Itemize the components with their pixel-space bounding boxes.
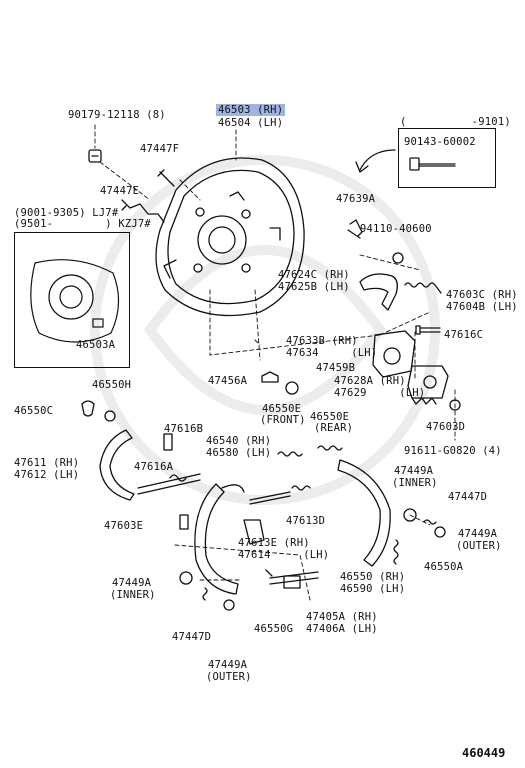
label-46550A: 46550A bbox=[424, 561, 464, 573]
label-46550E-front-code: 46550E bbox=[262, 403, 302, 415]
spring-46550E-front[interactable] bbox=[277, 451, 303, 457]
washer-46550H[interactable] bbox=[104, 410, 116, 422]
bracket-47628A[interactable] bbox=[407, 365, 449, 399]
label-46590: 46590 (LH) bbox=[340, 583, 406, 595]
label-90143: 90143-60002 bbox=[404, 136, 476, 148]
label-46550G: 46550G bbox=[254, 623, 294, 635]
label-47613E: 47613E (RH) bbox=[238, 537, 310, 549]
washer-91611[interactable] bbox=[449, 399, 461, 411]
label-46550E-front-pos: (FRONT) bbox=[260, 414, 306, 426]
spring-47613D[interactable] bbox=[249, 485, 311, 505]
label-47603C: 47603C (RH) bbox=[446, 289, 518, 301]
brake-shoe-front-46540[interactable] bbox=[194, 483, 245, 595]
label-46550H: 46550H bbox=[92, 379, 132, 391]
highlight-46503[interactable]: 46503 (RH) bbox=[216, 104, 286, 116]
adjuster-47405A[interactable] bbox=[265, 569, 319, 589]
label-47449A-inner-right-code: 47449A bbox=[394, 465, 434, 477]
label-inset-range: ( -9101) bbox=[400, 116, 511, 128]
label-94110: 94110-40600 bbox=[360, 223, 432, 235]
label-47406A: 47406A (LH) bbox=[306, 623, 378, 635]
label-47613D: 47613D bbox=[286, 515, 326, 527]
label-46550E-rear-code: 46550E bbox=[310, 411, 350, 423]
strut-47616A[interactable] bbox=[137, 433, 201, 495]
label-47625B: 47625B (LH) bbox=[278, 281, 350, 293]
bolt-90179[interactable] bbox=[88, 149, 102, 163]
label-47624C: 47624C (RH) bbox=[278, 269, 350, 281]
spring-47459B[interactable] bbox=[285, 381, 299, 395]
label-47449A-outer-left-code: 47449A bbox=[208, 659, 248, 671]
nut-94110[interactable] bbox=[392, 252, 404, 264]
label-47447E: 47447E bbox=[100, 185, 140, 197]
label-47459B: 47459B bbox=[316, 362, 356, 374]
label-47447D-right: 47447D bbox=[448, 491, 488, 503]
lever-47613E[interactable] bbox=[243, 519, 265, 545]
label-47604B: 47604B (LH) bbox=[446, 301, 518, 313]
label-47603E: 47603E bbox=[104, 520, 144, 532]
label-47616A: 47616A bbox=[134, 461, 174, 473]
clip-47603D[interactable] bbox=[411, 397, 437, 405]
label-47603D: 47603D bbox=[426, 421, 466, 433]
brake-shoe-rear-46550[interactable] bbox=[337, 459, 391, 567]
clip-47456A[interactable] bbox=[261, 371, 279, 383]
spring-46550E-rear[interactable] bbox=[317, 445, 343, 451]
bolt-47639A[interactable] bbox=[347, 219, 363, 239]
label-47629: 47629 (LH) bbox=[334, 387, 426, 399]
lever-47611[interactable] bbox=[99, 429, 135, 501]
label-47639A: 47639A bbox=[336, 193, 376, 205]
inset-box-early bbox=[398, 128, 496, 188]
inset-plate-drawing bbox=[30, 259, 120, 343]
label-47616C: 47616C bbox=[444, 329, 484, 341]
holddown-cup-right[interactable] bbox=[403, 508, 446, 538]
pin-47603E[interactable] bbox=[179, 514, 189, 530]
spring-46550A[interactable] bbox=[393, 539, 399, 565]
label-47449A-inner-right-pos: (INNER) bbox=[392, 477, 438, 489]
bolt-47447F[interactable] bbox=[157, 169, 175, 187]
label-47449A-outer-right-pos: (OUTER) bbox=[456, 540, 502, 552]
backing-plate[interactable] bbox=[155, 157, 305, 317]
label-47628A: 47628A (RH) bbox=[334, 375, 406, 387]
label-47456A: 47456A bbox=[208, 375, 248, 387]
label-47616B: 47616B bbox=[164, 423, 204, 435]
inset-box-variant bbox=[14, 232, 130, 368]
label-47447D-left: 47447D bbox=[172, 631, 212, 643]
label-47614: 47614 (LH) bbox=[238, 549, 330, 561]
label-47449A-outer-left-pos: (OUTER) bbox=[206, 671, 252, 683]
label-47447F: 47447F bbox=[140, 143, 180, 155]
label-47405A: 47405A (RH) bbox=[306, 611, 378, 623]
label-47449A-outer-right-code: 47449A bbox=[458, 528, 498, 540]
label-46503-highlighted[interactable]: 46503 (RH) bbox=[216, 104, 286, 116]
bolt-90143[interactable] bbox=[409, 157, 456, 171]
cable-guide-47447E[interactable] bbox=[121, 199, 165, 223]
watermark-emblem bbox=[90, 155, 440, 505]
label-46504: 46504 (LH) bbox=[218, 117, 284, 129]
pin-47616C[interactable] bbox=[415, 325, 441, 335]
label-90179: 90179-12118 (8) bbox=[68, 109, 166, 121]
label-91611: 91611-G0820 (4) bbox=[404, 445, 502, 457]
label-46540: 46540 (RH) bbox=[206, 435, 272, 447]
spring-47603C[interactable] bbox=[404, 282, 442, 294]
diagram-number: 460449 bbox=[462, 746, 506, 760]
holddown-cup-left[interactable] bbox=[179, 571, 235, 611]
label-47633B: 47633B (RH) bbox=[286, 335, 358, 347]
label-47449A-inner-left-code: 47449A bbox=[112, 577, 152, 589]
label-46503A: 46503A bbox=[76, 339, 116, 351]
label-46550: 46550 (RH) bbox=[340, 571, 406, 583]
label-inset-kzj7: (9501- ) KZJ7# bbox=[14, 218, 151, 230]
label-47611: 47611 (RH) bbox=[14, 457, 80, 469]
label-47612: 47612 (LH) bbox=[14, 469, 80, 481]
label-47634: 47634 (LH) bbox=[286, 347, 378, 359]
label-46550C: 46550C bbox=[14, 405, 54, 417]
lever-47624C[interactable] bbox=[359, 273, 398, 311]
label-46580: 46580 (LH) bbox=[206, 447, 272, 459]
label-inset-lj7: (9001-9305) LJ7# bbox=[14, 207, 119, 219]
label-46550E-rear-pos: (REAR) bbox=[314, 422, 354, 434]
label-47449A-inner-left-pos: (INNER) bbox=[110, 589, 156, 601]
clip-46550C[interactable] bbox=[81, 400, 95, 417]
